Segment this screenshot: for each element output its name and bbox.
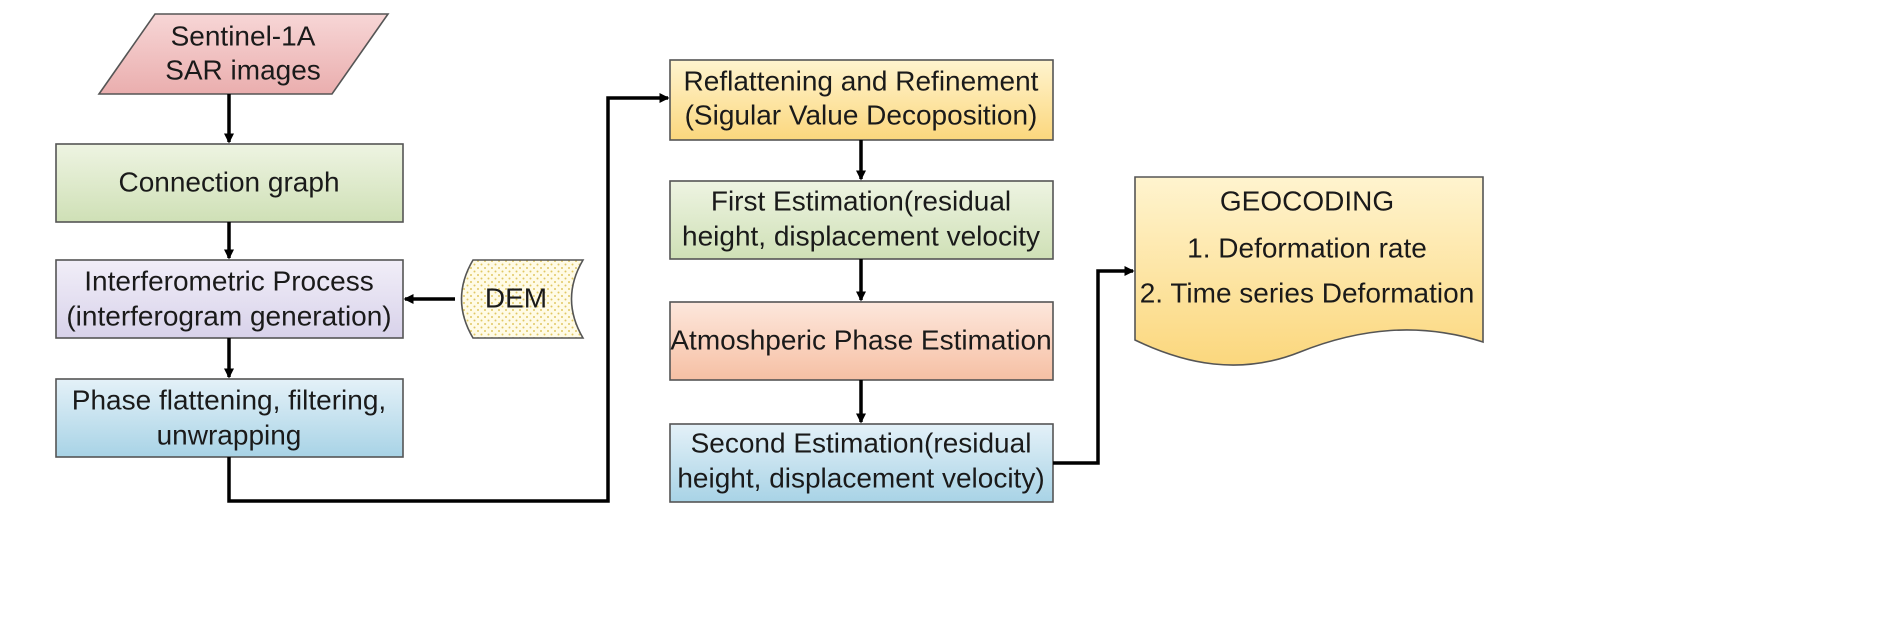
node-sentinel: Sentinel-1A SAR images xyxy=(97,13,390,95)
node-first-estimation-line-2: height, displacement velocity xyxy=(682,220,1040,251)
node-reflattening: Reflattening and Refinement (Sigular Val… xyxy=(669,59,1054,141)
node-connection-graph: Connection graph xyxy=(55,143,404,223)
arrow-phase-flattening-to-reflattening xyxy=(227,93,670,503)
node-atmospheric-label: Atmoshperic Phase Estimation xyxy=(670,324,1051,355)
node-atmospheric: Atmoshperic Phase Estimation xyxy=(669,301,1054,381)
node-second-estimation-line-2: height, displacement velocity) xyxy=(677,462,1044,493)
node-phase-flattening-line-2: unwrapping xyxy=(157,419,302,450)
node-reflattening-line-2: (Sigular Value Decoposition) xyxy=(685,99,1038,130)
node-interferometric: Interferometric Process (interferogram g… xyxy=(55,259,404,339)
node-connection-graph-label: Connection graph xyxy=(118,166,339,197)
node-second-estimation: Second Estimation(residual height, displ… xyxy=(669,423,1054,503)
node-sentinel-line-1: Sentinel-1A xyxy=(171,20,316,51)
node-geocoding: GEOCODING 1. Deformation rate 2. Time se… xyxy=(1134,176,1484,366)
node-dem: DEM xyxy=(460,259,585,339)
node-sentinel-line-2: SAR images xyxy=(165,54,321,85)
node-geocoding-line-1: GEOCODING xyxy=(1220,185,1394,216)
arrow-second-estimation-to-geocoding xyxy=(1053,266,1135,465)
node-interferometric-line-2: (interferogram generation) xyxy=(66,300,391,331)
node-interferometric-line-1: Interferometric Process xyxy=(84,265,373,296)
node-dem-label: DEM xyxy=(485,282,547,313)
node-geocoding-line-2: 1. Deformation rate xyxy=(1187,232,1427,263)
node-second-estimation-line-1: Second Estimation(residual xyxy=(691,427,1032,458)
node-geocoding-line-3: 2. Time series Deformation xyxy=(1140,277,1475,308)
node-first-estimation-line-1: First Estimation(residual xyxy=(711,185,1011,216)
node-phase-flattening: Phase flattening, filtering, unwrapping xyxy=(55,378,404,458)
node-reflattening-line-1: Reflattening and Refinement xyxy=(684,65,1039,96)
node-first-estimation: First Estimation(residual height, displa… xyxy=(669,180,1054,260)
node-phase-flattening-line-1: Phase flattening, filtering, xyxy=(72,384,386,415)
